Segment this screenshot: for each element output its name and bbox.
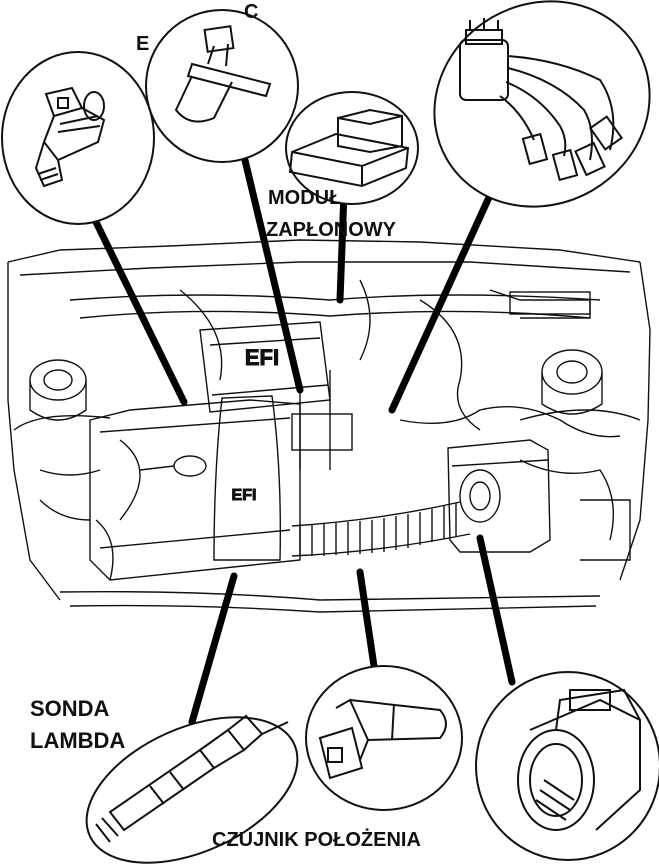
- sensor-icon: [174, 25, 272, 123]
- lambda-probe-icon: [95, 714, 289, 843]
- leader-distributor: [388, 156, 510, 414]
- callout-bubble: [433, 0, 651, 208]
- injector-icon: [34, 86, 106, 188]
- callout-bubble: [145, 9, 299, 163]
- position-sensor-label: CZUJNIK POŁOŻENIA: [212, 828, 421, 851]
- callout-bubble: [1, 51, 155, 225]
- leader-airflow-meter: [476, 534, 516, 686]
- lambda-label: SONDA LAMBDA: [30, 696, 125, 753]
- ignition-module-icon: [288, 108, 410, 188]
- ignition-module-callout: [285, 91, 419, 205]
- injector-callout: [1, 51, 155, 225]
- ignition-module-label-line2: ZAPŁONOWY: [266, 219, 397, 241]
- ignition-module-label: MODUŁ ZAPŁONOWY: [266, 187, 397, 241]
- position-sensor-callout: [305, 665, 463, 811]
- engine-bay: [7, 239, 651, 613]
- label-e: E: [136, 33, 149, 55]
- distributor-icon: [459, 18, 624, 182]
- crank-sensor-callout: C E: [136, 1, 299, 163]
- label-c: C: [244, 1, 258, 23]
- lambda-label-line1: SONDA: [30, 696, 110, 721]
- leader-lambda: [188, 572, 238, 726]
- distributor-callout: [433, 0, 651, 208]
- lambda-probe-callout: [85, 714, 299, 864]
- callout-bubble: [475, 671, 659, 861]
- position-sensor-icon: [318, 698, 447, 780]
- leader-position-sensor: [356, 568, 378, 670]
- callout-bubble: [85, 716, 299, 864]
- plenum-mark-text: EFI: [245, 345, 279, 370]
- engine-markings: EFI EFI: [231, 345, 280, 505]
- leader-ignition-module: [336, 188, 348, 304]
- ignition-module-label-line1: MODUŁ: [268, 187, 341, 209]
- leader-lines: [92, 152, 516, 726]
- lambda-label-line2: LAMBDA: [30, 728, 125, 753]
- airflow-meter-icon: [517, 688, 641, 831]
- leader-crank-sensor: [240, 152, 304, 394]
- leader-injector: [92, 218, 188, 406]
- airflow-meter-callout: [475, 671, 659, 861]
- intake-mark-text: EFI: [232, 487, 257, 504]
